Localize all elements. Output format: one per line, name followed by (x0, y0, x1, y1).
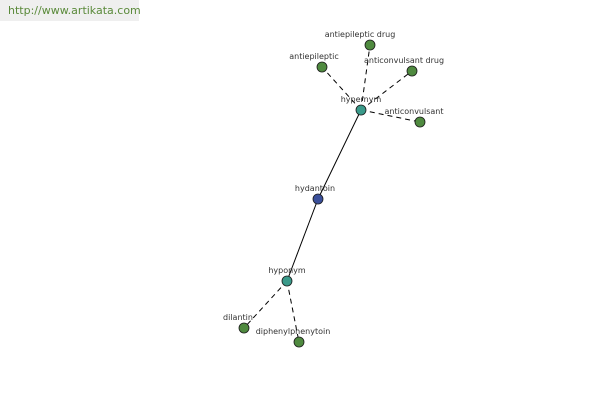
node-antiepileptic[interactable]: antiepileptic (289, 52, 339, 73)
node-dot-leaf[interactable] (406, 65, 418, 77)
node-anticonvulsant-drug[interactable]: anticonvulsant drug (364, 56, 444, 77)
node-hydantoin[interactable]: hydantoin (295, 184, 335, 205)
node-label: antiepileptic (289, 52, 339, 61)
node-antiepileptic-drug[interactable]: antiepileptic drug (325, 30, 396, 51)
node-dot-leaf[interactable] (414, 116, 426, 128)
node-dot-relation[interactable] (281, 275, 293, 287)
watermark-url: http://www.artikata.com (0, 0, 141, 21)
edge-hydantoin-hypernym (317, 109, 362, 200)
node-label: dilantin (223, 313, 253, 322)
node-label: anticonvulsant (385, 107, 444, 116)
edge-hyponym-diphenylphenytoin (286, 280, 300, 343)
node-dot-leaf[interactable] (238, 322, 250, 334)
edge-hypernym-anticonvulsant (360, 109, 421, 123)
node-label: anticonvulsant drug (364, 56, 444, 65)
node-dot-leaf[interactable] (316, 61, 328, 73)
edge-hyponym-dilantin (243, 280, 288, 329)
node-diphenylphenytoin[interactable]: diphenylphenytoin (256, 327, 331, 348)
node-dot-leaf[interactable] (364, 39, 376, 51)
node-dilantin[interactable]: dilantin (223, 313, 253, 334)
node-label: hydantoin (295, 184, 335, 193)
node-hyponym[interactable]: hyponym (268, 266, 306, 287)
node-anticonvulsant[interactable]: anticonvulsant (385, 107, 444, 128)
edge-hydantoin-hyponym (286, 198, 319, 282)
edge-hypernym-antiepileptic (321, 66, 362, 111)
node-dot-relation[interactable] (355, 104, 367, 116)
node-label: hypernym (341, 95, 382, 104)
node-dot-center[interactable] (312, 193, 324, 205)
node-hypernym[interactable]: hypernym (341, 95, 382, 116)
node-label: diphenylphenytoin (256, 327, 331, 336)
edge-hypernym-anticonvulsant-drug (360, 70, 413, 111)
node-label: hyponym (268, 266, 306, 275)
node-label: antiepileptic drug (325, 30, 396, 39)
node-dot-leaf[interactable] (293, 336, 305, 348)
edge-hypernym-antiepileptic-drug (360, 44, 371, 111)
